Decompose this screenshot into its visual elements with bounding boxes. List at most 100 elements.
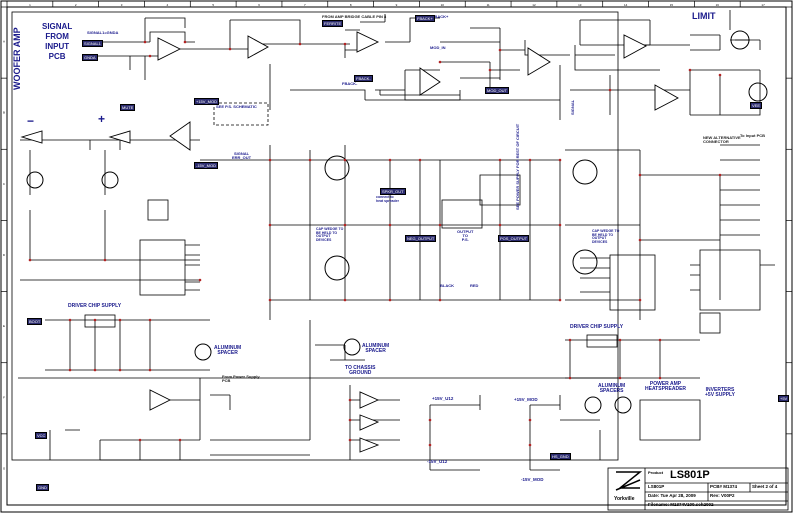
inverters-supply-label: INVERTERS +5V SUPPLY <box>705 388 735 398</box>
junction-dot <box>308 158 312 162</box>
inverter-plus <box>108 130 131 144</box>
junction-dot <box>388 223 392 227</box>
label-line: POWER AMP <box>649 381 682 387</box>
bjt-minus <box>26 171 44 189</box>
power-amp-heatspreader-label: POWER AMP HEATSPREADER <box>645 382 686 392</box>
net-label-neg-output: NEG_OUTPUT <box>405 235 437 242</box>
spacer-4 <box>614 396 632 414</box>
sheet-number: Sheet 2 of 4 <box>752 484 778 489</box>
border-column-label: 16 <box>716 3 720 7</box>
inner-border <box>6 6 787 506</box>
label-line: SIGNAL <box>234 151 250 156</box>
border-column-label: 2 <box>75 3 77 7</box>
junction-dot <box>528 418 532 422</box>
drawing-frame <box>11 11 619 461</box>
junction-dot <box>68 318 72 322</box>
junction-dot <box>688 68 692 72</box>
opamp-u4 <box>419 67 441 96</box>
junction-dot <box>608 88 612 92</box>
net-label-mute: MUTE <box>120 104 136 111</box>
label-line: SPACER <box>217 350 238 356</box>
junction-dot <box>268 298 272 302</box>
junction-dot <box>618 338 622 342</box>
junction-dot <box>178 438 182 442</box>
cap-wedge-left-note: CAP WEDGE TO BE HELD TO OUTPUT DEVICES <box>316 227 344 242</box>
border-row-label: D <box>3 253 6 257</box>
output-to-ps-label: OUTPUT TO P.S. <box>457 230 473 242</box>
border-column-label: 13 <box>578 3 582 7</box>
label-line: SPACER <box>365 348 386 354</box>
junction-dot <box>638 298 642 302</box>
inverter-minus <box>20 130 43 144</box>
pcb-number: PCB# M1374 <box>710 484 738 489</box>
spacer-2 <box>343 338 361 356</box>
junction-dot <box>418 158 422 162</box>
label-line: ALUMINUM <box>362 343 390 349</box>
junction-dot <box>428 443 432 447</box>
junction-dot <box>228 47 232 51</box>
bjt-plus <box>101 171 119 189</box>
black-wire-label: BLACK <box>440 283 454 288</box>
junction-dot <box>118 318 122 322</box>
label-line: INVERTERS <box>705 387 735 393</box>
junction-dot <box>298 42 302 46</box>
border-column-label: 4 <box>167 3 169 7</box>
to-input-pcb-note: To Input PCB <box>740 133 766 138</box>
junction-dot <box>718 73 722 77</box>
aluminum-spacer-1-label: ALUMINUM SPACER <box>214 346 241 356</box>
mosfet-high <box>324 155 350 181</box>
net-label-gnd: GND <box>36 484 49 491</box>
border-row-label: C <box>3 182 6 186</box>
net-label-boot: BOOT <box>27 318 43 325</box>
signal-err-out-label: SIGNAL ERR_OUT <box>232 152 251 160</box>
border-column-label: 12 <box>532 3 536 7</box>
junction-dot <box>658 338 662 342</box>
junction-dot <box>343 298 347 302</box>
border-row-label: B <box>3 111 5 115</box>
opamp-limit-buffer <box>654 84 679 111</box>
from-power-supply-note: From Power Supply PCB <box>222 374 260 383</box>
junction-dot <box>658 376 662 380</box>
heading-line: SIGNAL <box>42 22 73 31</box>
limit-label: LIMIT <box>692 11 716 21</box>
junction-dot <box>568 376 572 380</box>
junction-dot <box>498 223 502 227</box>
junction-dot <box>438 60 442 64</box>
fback-minus-label: FBACK- <box>342 81 358 86</box>
plus-polarity-sign: + <box>98 112 106 126</box>
aluminum-spacer-2-label: ALUMINUM SPACER <box>362 344 389 354</box>
net-label-ps-vss: -15V_MOD <box>194 162 219 169</box>
red-wire-label: RED <box>470 283 479 288</box>
filename-field: Filename: M1374V100.sch2002 <box>648 502 714 507</box>
net-label-pos-output: POS_OUTPUT <box>498 235 530 242</box>
label-line: ALUMINUM <box>214 345 242 351</box>
label-line: TO <box>462 233 468 238</box>
see-ps-schematic-label: SEE P.S. SCHEMATIC <box>216 104 257 109</box>
junction-dot <box>498 158 502 162</box>
opamp-u3 <box>356 31 380 53</box>
see-power-supply-note: SEE POWER SUPPLY FOR REST OF CIRCUIT <box>515 123 520 210</box>
model-name: LS801P <box>648 484 665 489</box>
opamp-err <box>169 121 191 151</box>
see-ps-box <box>213 102 269 126</box>
junction-dot <box>528 158 532 162</box>
junction-dot <box>618 376 622 380</box>
junction-dot <box>148 318 152 322</box>
label-line: GROUND <box>349 370 372 376</box>
border-column-label: 14 <box>624 3 628 7</box>
junction-dot <box>568 338 572 342</box>
net-label-signal1: SIGNAL1 <box>82 40 103 47</box>
junction-dot <box>68 368 72 372</box>
driver-chip-supply-right-label: DRIVER CHIP SUPPLY <box>570 324 624 330</box>
junction-dot <box>103 258 107 262</box>
product-name: LS801P <box>670 469 710 481</box>
heading-line: INPUT <box>45 42 70 51</box>
heading-line: FROM <box>45 32 69 41</box>
op-amps <box>20 31 679 453</box>
junction-dot <box>268 223 272 227</box>
border-column-label: 6 <box>258 3 260 7</box>
signal-from-input-label: SIGNAL FROM INPUT PCB <box>42 22 72 62</box>
